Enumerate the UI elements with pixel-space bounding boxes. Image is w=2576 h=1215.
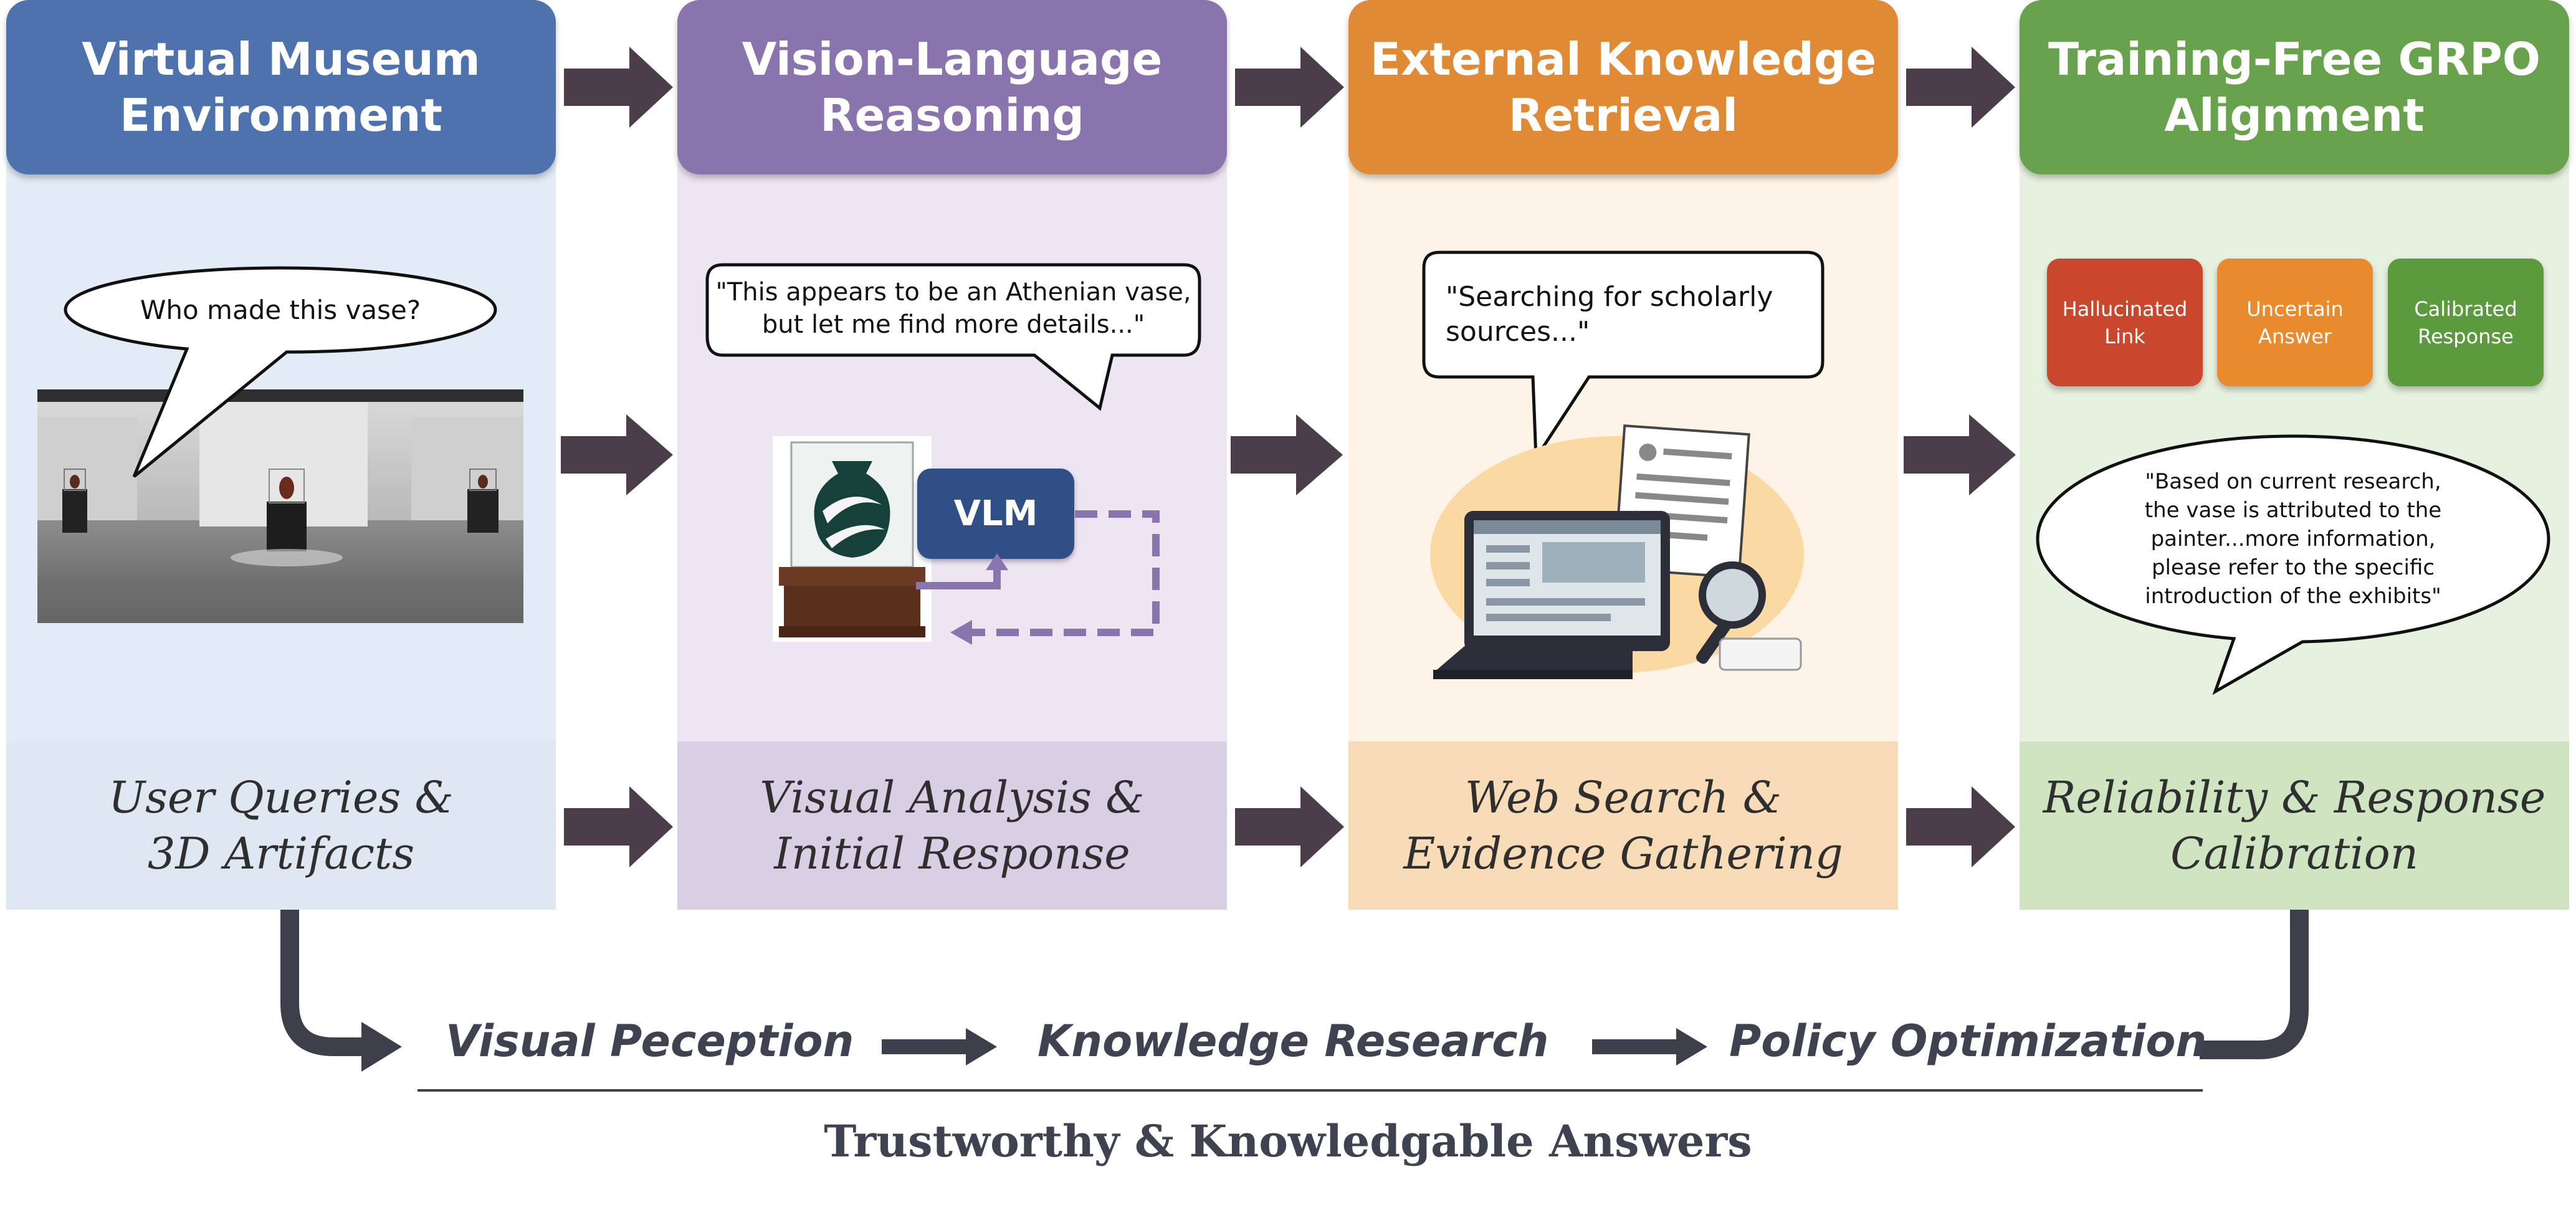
vlm-feedback-loop (916, 510, 1160, 645)
column-retrieval-footer: Web Search & Evidence Gathering (1348, 741, 1898, 910)
arrow-stage-2-3 (1592, 1028, 1707, 1065)
arrow-header-3-4 (1906, 47, 2015, 128)
chip-calibrated-response: Calibrated Response (2388, 259, 2544, 386)
vlm-label: VLM (953, 493, 1038, 534)
column-vlm-caption: Visual Analysis & Initial Response (760, 772, 1145, 879)
arrow-footer-1-2 (564, 786, 673, 867)
chip-hallucinated-link-label: Hallucinated Link (2062, 297, 2188, 348)
bottom-title: Trustworthy & Knowledgable Answers (824, 1115, 1752, 1167)
column-alignment-footer: Reliability & Response Calibration (2020, 741, 2569, 910)
arrow-middle-3-4 (1904, 414, 2016, 495)
column-retrieval-title: External Knowledge Retrieval (1370, 33, 1877, 141)
column-museum-header: Virtual Museum Environment (6, 0, 556, 174)
search-bubble: "Searching for scholarly sources..." (1421, 249, 1826, 461)
column-museum-title: Virtual Museum Environment (82, 33, 480, 141)
chip-uncertain-answer: Uncertain Answer (2217, 259, 2373, 386)
arrow-middle-1-2 (561, 414, 673, 495)
final-answer-bubble: "Based on current research, the vase is … (2035, 433, 2552, 695)
user-query-bubble: Who made this vase? (62, 265, 499, 478)
arrow-middle-2-3 (1231, 414, 1343, 495)
user-query-text: Who made this vase? (140, 295, 421, 325)
connector-left-elbow (280, 910, 402, 1072)
computer-search-illustration (1430, 424, 1804, 679)
column-vlm-footer: Visual Analysis & Initial Response (677, 741, 1227, 910)
chip-uncertain-answer-label: Uncertain Answer (2246, 297, 2344, 348)
stage-policy-optimization: Policy Optimization (1729, 1016, 2207, 1067)
search-text: "Searching for scholarly sources..." (1446, 281, 1773, 348)
vlm-initial-bubble: "This appears to be an Athenian vase, bu… (704, 262, 1203, 411)
stage-knowledge-research: Knowledge Research (1038, 1016, 1549, 1067)
arrow-footer-3-4 (1906, 786, 2015, 867)
column-museum-caption: User Queries & 3D Artifacts (108, 772, 454, 879)
column-vlm-title: Vision-Language Reasoning (742, 33, 1163, 141)
final-answer-text: "Based on current research, the vase is … (2144, 469, 2442, 609)
column-alignment-title: Training-Free GRPO Alignment (2048, 33, 2540, 141)
pipeline-divider (417, 1089, 2203, 1092)
column-retrieval-header: External Knowledge Retrieval (1348, 0, 1898, 174)
arrow-footer-2-3 (1235, 786, 1344, 867)
column-museum-footer: User Queries & 3D Artifacts (6, 741, 556, 910)
arrow-stage-1-2 (882, 1028, 997, 1065)
column-vlm-header: Vision-Language Reasoning (677, 0, 1227, 174)
column-retrieval-caption: Web Search & Evidence Gathering (1403, 772, 1843, 879)
vlm-box: VLM (917, 469, 1074, 559)
stage-visual-perception: Visual Peception (446, 1016, 854, 1067)
arrow-header-1-2 (564, 47, 673, 128)
vlm-initial-text: "This appears to be an Athenian vase, bu… (715, 278, 1191, 339)
connector-right-elbow (2200, 910, 2309, 1059)
arrow-header-2-3 (1235, 47, 1344, 128)
chip-calibrated-response-label: Calibrated Response (2414, 297, 2517, 348)
chip-hallucinated-link: Hallucinated Link (2047, 259, 2203, 386)
column-alignment-header: Training-Free GRPO Alignment (2020, 0, 2569, 174)
column-alignment-caption: Reliability & Response Calibration (2043, 772, 2546, 879)
vase-display-image (773, 436, 932, 642)
museum-gallery-image (37, 389, 523, 623)
